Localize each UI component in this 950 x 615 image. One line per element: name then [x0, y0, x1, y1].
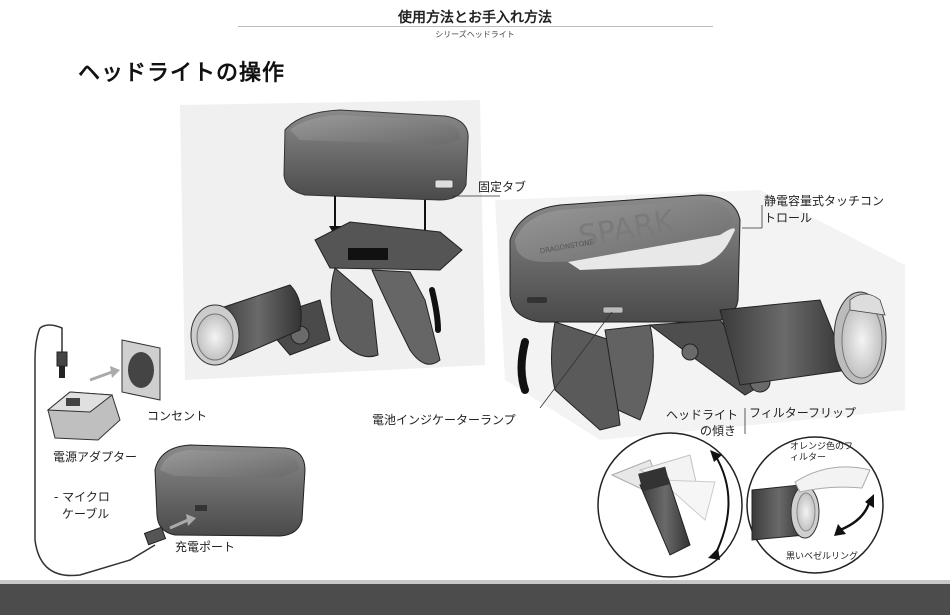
tilt-label-line1: ヘッドライト	[666, 407, 738, 423]
tilt-detail-circle	[598, 433, 742, 577]
tilt-label-line2: の傾き	[700, 423, 736, 439]
power-adapter-label: 電源アダプター	[53, 449, 137, 465]
bezel-ring-label: 黒いベゼルリング	[786, 552, 858, 563]
fixing-tab-label: 固定タブ	[478, 179, 526, 195]
filter-flip-label: フィルターフリップ	[749, 405, 856, 421]
page-footer	[0, 584, 950, 615]
orange-filter-label-line2: ィルター	[790, 453, 826, 464]
orange-filter-label-line1: オレンジ色のフ	[790, 442, 853, 453]
battery-indicator-label: 電池インジケーターランプ	[372, 412, 516, 428]
micro-cable-label-line1: - マイクロ	[54, 489, 110, 505]
micro-cable-label-line2: ケーブル	[62, 506, 109, 522]
touch-control-label-line1: 静電容量式タッチコン	[764, 193, 884, 209]
touch-control-label-line2: トロール	[764, 210, 812, 226]
exploded-headlight	[180, 100, 500, 380]
assembled-headlight: SPARK DRAGONSTONE	[495, 190, 905, 440]
charge-port-label: 充電ポート	[175, 539, 235, 555]
outlet-label: コンセント	[147, 408, 207, 424]
